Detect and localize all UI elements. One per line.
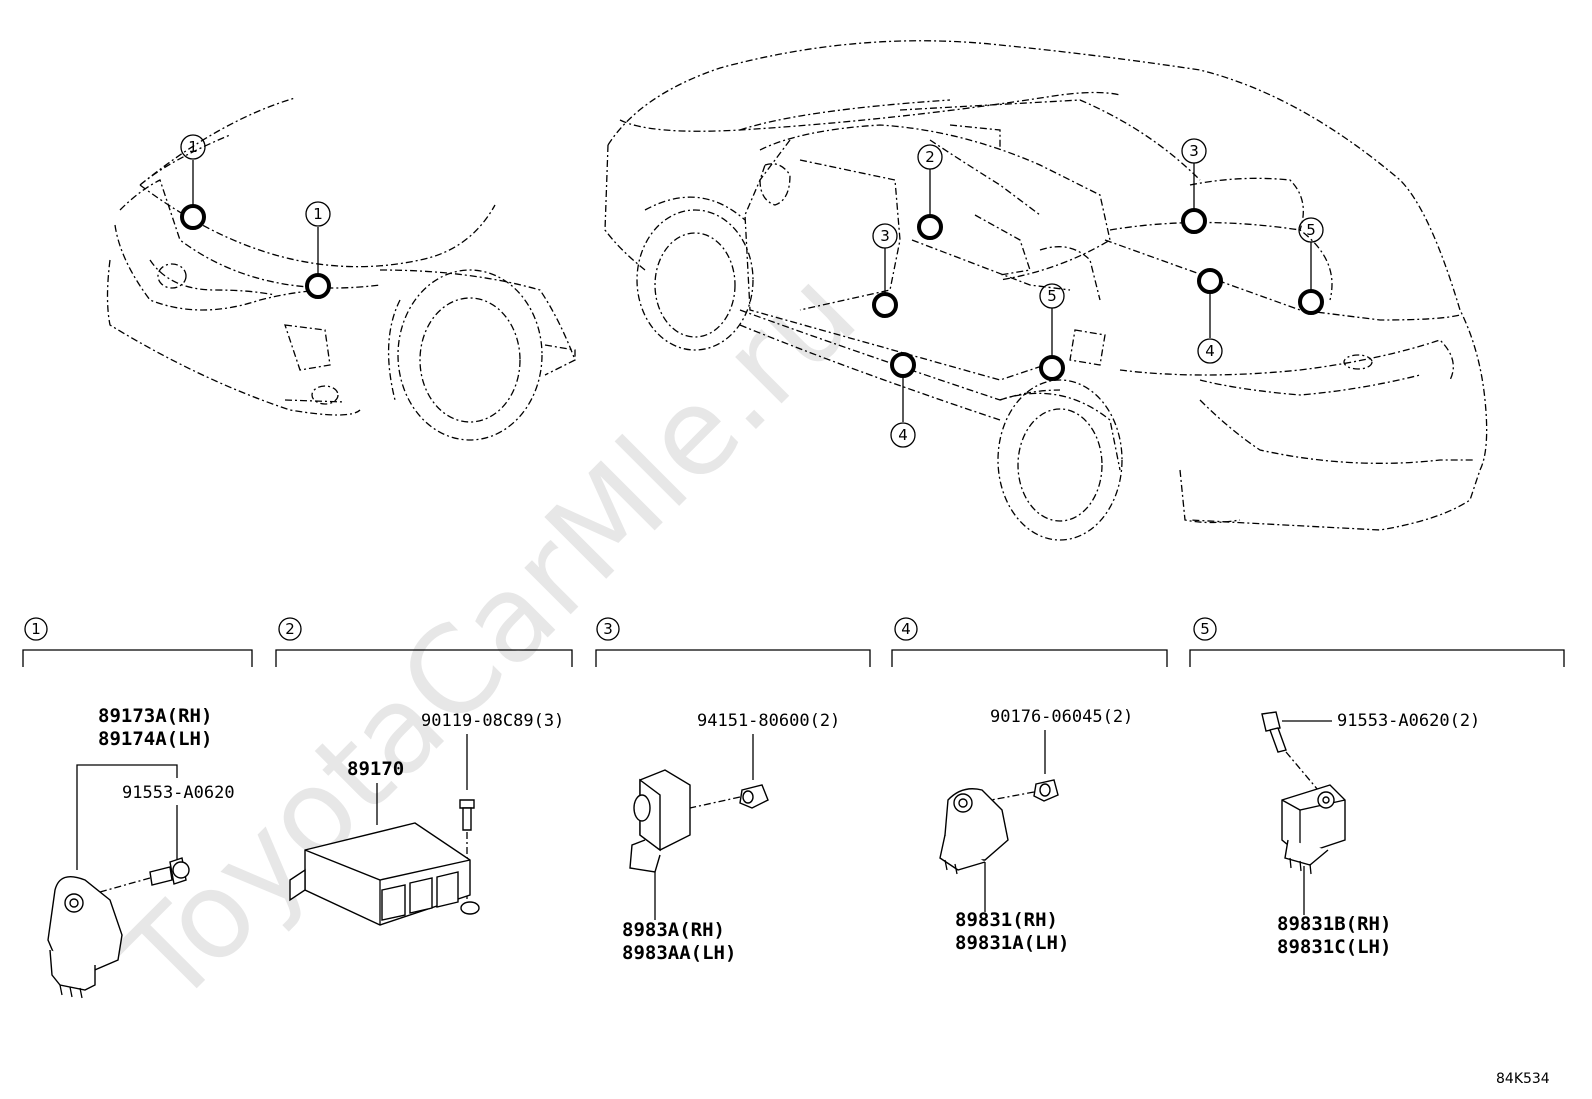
fastener-part-number: 91553-A0620(2) xyxy=(1337,711,1480,731)
section-3-side-impact-sensor: 94151-80600(2) 8983A(RH) 8983AA(LH) xyxy=(622,711,840,964)
sensor-location-marker xyxy=(180,204,206,230)
callout-number: 1 xyxy=(188,138,198,156)
fastener-part-number: 94151-80600(2) xyxy=(697,711,840,731)
bolt xyxy=(149,866,173,886)
sensor-location-marker xyxy=(872,292,898,318)
bolt xyxy=(1261,711,1281,732)
section-number: 3 xyxy=(603,620,613,638)
part-number: 89831(RH) xyxy=(955,909,1058,931)
section-number: 1 xyxy=(31,620,41,638)
rear-car-view: 2 3 4 5 3 4 5 xyxy=(604,40,1488,541)
callout-number: 3 xyxy=(880,227,890,245)
section-number: 5 xyxy=(1200,620,1210,638)
fastener-part-number: 90119-08C89(3) xyxy=(421,711,564,731)
section-1-front-impact-sensor: 89173A(RH) 89174A(LH) 91553-A0620 xyxy=(47,705,235,999)
part-number: 89831C(LH) xyxy=(1277,936,1391,958)
section-number: 4 xyxy=(901,620,911,638)
diagram-code: 84K534 xyxy=(1496,1071,1550,1087)
section-number: 2 xyxy=(285,620,295,638)
sensor-location-marker xyxy=(1298,289,1324,315)
part-number: 89831B(RH) xyxy=(1277,913,1391,935)
part-number: 89174A(LH) xyxy=(98,728,212,750)
part-number: 8983A(RH) xyxy=(622,919,725,941)
callout-number: 3 xyxy=(1189,142,1199,160)
sensor-location-marker xyxy=(1181,208,1207,234)
callout-number: 4 xyxy=(1205,342,1215,360)
part-number: 89831A(LH) xyxy=(955,932,1069,954)
sensor-location-marker xyxy=(890,352,916,378)
fastener-part-number: 90176-06045(2) xyxy=(990,707,1133,727)
section-5-rear-impact-sensor: 91553-A0620(2) 89831B(RH) 89831C(LH) xyxy=(1261,711,1480,958)
sensor-location-marker xyxy=(1039,355,1065,381)
sensor-location-marker xyxy=(917,214,943,240)
callout-number: 5 xyxy=(1306,221,1316,239)
part-number: 89173A(RH) xyxy=(98,705,212,727)
callout-number: 4 xyxy=(898,426,908,444)
callout-number: 2 xyxy=(925,148,935,166)
section-headers: 1 2 3 4 5 xyxy=(22,617,1565,667)
callout-number: 1 xyxy=(313,205,323,223)
front-car-view: 1 1 xyxy=(106,97,576,441)
fastener-part-number: 91553-A0620 xyxy=(122,783,235,803)
section-4-side-impact-sensor: 90176-06045(2) 89831(RH) 89831A(LH) xyxy=(939,707,1133,954)
callout-number: 5 xyxy=(1047,287,1057,305)
watermark: ToyotaCarMle.ru xyxy=(97,245,883,1031)
sensor-location-marker xyxy=(1197,268,1223,294)
sensor-location-marker xyxy=(305,273,331,299)
part-number: 8983AA(LH) xyxy=(622,942,736,964)
bolt xyxy=(459,799,475,809)
section-2-airbag-ecu: 89170 90119-08C89(3) xyxy=(289,711,564,926)
part-number: 89170 xyxy=(347,758,404,780)
